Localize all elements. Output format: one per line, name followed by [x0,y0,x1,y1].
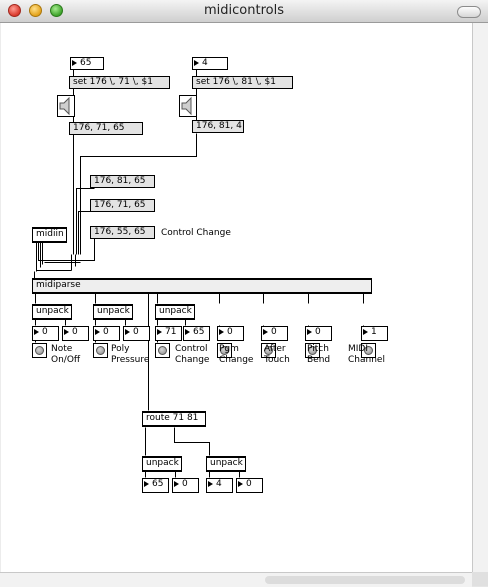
after-bang-button[interactable] [261,343,276,358]
pitchbend-number-box[interactable]: 0 [305,326,332,341]
message-box[interactable]: 176, 55, 65 [90,226,155,239]
top-right-output-message[interactable]: 176, 81, 4 [192,120,244,133]
channel-bang-button[interactable] [361,343,376,358]
window-title: midicontrols [204,3,284,18]
midiparse-object[interactable]: midiparse [32,278,372,294]
after-label-1: After [264,344,286,354]
bottom-number-box-3[interactable]: 4 [206,478,233,493]
pitch-label-1: Pitch [307,344,329,354]
close-window-icon[interactable] [8,4,21,17]
route-object[interactable]: route 71 81 [142,411,206,427]
after-label-2: Touch [264,355,290,365]
pitch-label-2: Bend [307,355,331,365]
horizontal-scrollbar[interactable] [0,572,472,587]
unpack-81-object[interactable]: unpack [206,456,246,472]
top-right-number-box[interactable]: 4 [192,57,228,70]
midi-label-2: Channel [348,355,385,365]
message-box[interactable]: 176, 81, 65 [90,175,155,188]
note-label-1: Note [51,344,73,354]
speaker-icon[interactable] [179,95,197,117]
speaker-icon[interactable] [57,95,75,117]
patcher-canvas[interactable]: 65 set 176 \, 71 \, $1 176, 71, 65 4 set… [1,23,472,572]
pgm-label-1: Pgm [219,344,239,354]
control-label-2: Change [175,355,210,365]
program-number-box[interactable]: 0 [217,326,244,341]
zoom-window-icon[interactable] [50,4,63,17]
title-bar[interactable]: midicontrols [0,0,488,23]
midiin-object[interactable]: midiin [32,227,67,243]
unpack-poly-object[interactable]: unpack [93,304,133,320]
toolbar-toggle-icon[interactable] [457,6,481,18]
channel-number-box[interactable]: 1 [361,326,388,341]
pitch-bang-button[interactable] [305,343,320,358]
unpack-control-object[interactable]: unpack [155,304,195,320]
note-bang-button[interactable] [32,343,47,358]
vertical-scrollbar[interactable] [472,23,488,572]
message-box[interactable]: 176, 71, 65 [90,199,155,212]
top-right-set-message[interactable]: set 176 \, 81 \, $1 [192,76,293,89]
poly-pitch-number-box[interactable]: 0 [93,326,120,341]
poly-pressure-number-box[interactable]: 0 [123,326,150,341]
control-change-comment: Control Change [161,228,231,238]
control-bang-button[interactable] [155,343,170,358]
resize-grip-icon[interactable] [472,572,488,586]
bottom-number-box-4[interactable]: 0 [236,478,263,493]
poly-label-1: Poly [111,344,130,354]
pgm-label-2: Change [219,355,254,365]
control-label-1: Control [175,344,208,354]
note-label-2: On/Off [51,355,81,365]
midi-label-1: MIDI [348,344,369,354]
aftertouch-number-box[interactable]: 0 [261,326,288,341]
top-left-output-message[interactable]: 176, 71, 65 [69,122,143,135]
note-pitch-number-box[interactable]: 0 [32,326,59,341]
horizontal-scroll-thumb[interactable] [265,576,465,584]
bottom-number-box-2[interactable]: 0 [172,478,199,493]
control-number-box[interactable]: 71 [155,326,182,341]
unpack-note-object[interactable]: unpack [32,304,72,320]
poly-bang-button[interactable] [93,343,108,358]
pgm-bang-button[interactable] [217,343,232,358]
control-value-number-box[interactable]: 65 [183,326,210,341]
top-left-number-box[interactable]: 65 [70,57,104,70]
top-left-set-message[interactable]: set 176 \, 71 \, $1 [69,76,170,89]
bottom-number-box-1[interactable]: 65 [142,478,169,493]
note-velocity-number-box[interactable]: 0 [62,326,89,341]
poly-label-2: Pressure [111,355,150,365]
minimize-window-icon[interactable] [29,4,42,17]
unpack-71-object[interactable]: unpack [142,456,182,472]
